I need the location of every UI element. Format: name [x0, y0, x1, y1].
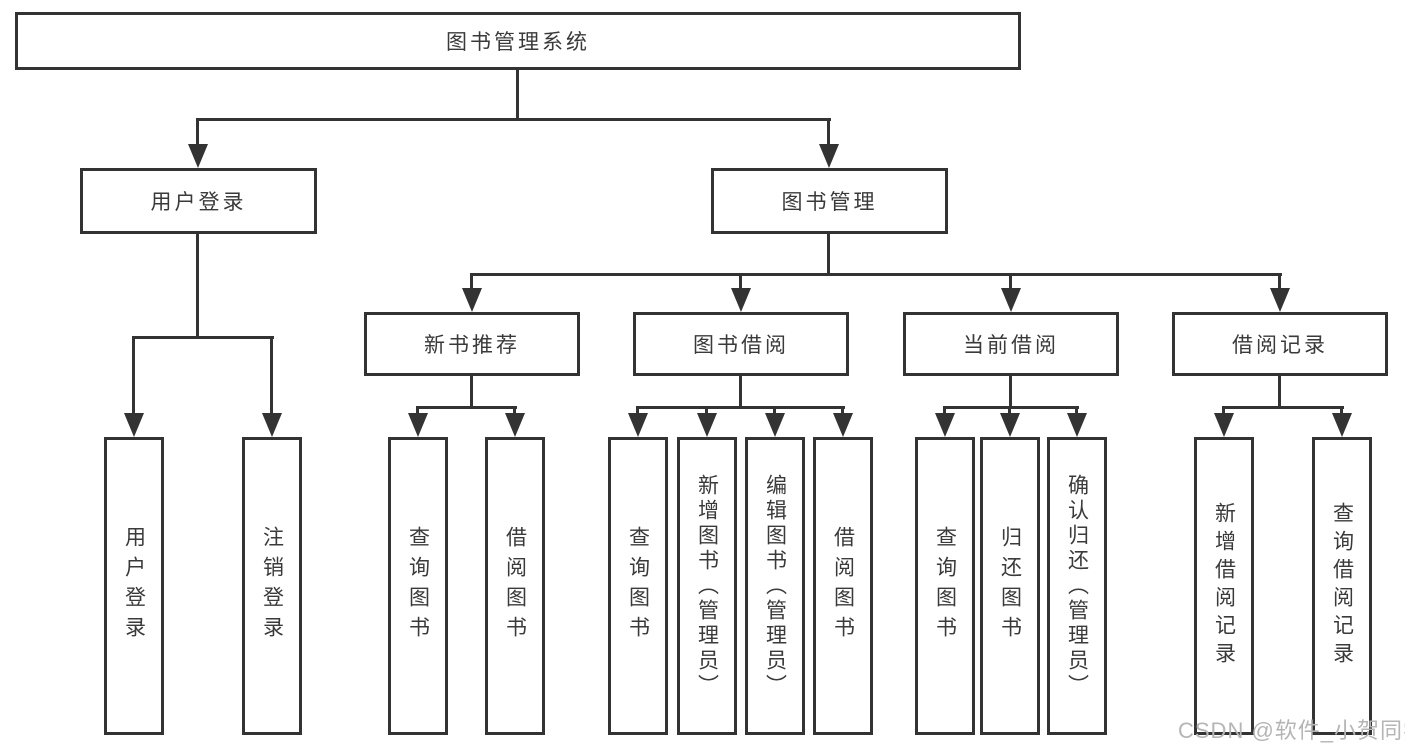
arrow-down-icon	[124, 413, 144, 437]
connector-line	[416, 406, 419, 416]
connector-line	[470, 273, 473, 291]
arrow-down-icon	[819, 144, 839, 168]
connector-line	[705, 406, 708, 416]
leaf-query-borrow-record-label: 查询借阅记录	[1330, 502, 1354, 670]
connector-line	[827, 233, 830, 276]
leaf-confirm-return-admin-label: 确认归还（管理员）	[1065, 473, 1089, 699]
arrow-down-icon	[1214, 413, 1234, 437]
leaf-logout-login: 注销登录	[242, 437, 302, 735]
arrow-down-icon	[833, 413, 853, 437]
leaf-query-books-current: 查询图书	[915, 437, 975, 735]
connector-line	[773, 406, 776, 416]
leaf-query-books-borrow: 查询图书	[608, 437, 668, 735]
leaf-edit-books-admin: 编辑图书（管理员）	[745, 437, 805, 735]
connector-line	[636, 406, 639, 416]
leaf-borrow-books-newbook-label: 借阅图书	[503, 526, 527, 646]
connector-line	[943, 406, 946, 416]
arrow-down-icon	[1270, 288, 1290, 312]
connector-line	[943, 406, 1079, 409]
connector-line	[739, 273, 742, 291]
connector-line	[1278, 376, 1281, 409]
connector-line	[636, 406, 845, 409]
node-book-management: 图书管理	[711, 168, 948, 234]
node-current-borrowing: 当前借阅	[903, 312, 1119, 376]
arrow-down-icon	[628, 413, 648, 437]
leaf-query-books-current-label: 查询图书	[933, 526, 957, 646]
connector-line	[270, 336, 273, 415]
leaf-add-borrow-record: 新增借阅记录	[1194, 437, 1254, 735]
arrow-down-icon	[462, 288, 482, 312]
connector-line	[516, 70, 519, 118]
leaf-query-books-newbook-label: 查询图书	[406, 526, 430, 646]
connector-line	[1009, 273, 1012, 291]
connector-line	[513, 406, 516, 416]
arrow-down-icon	[1067, 413, 1087, 437]
leaf-confirm-return-admin: 确认归还（管理员）	[1047, 437, 1107, 735]
connector-line	[196, 118, 831, 121]
connector-line	[739, 376, 742, 409]
arrow-down-icon	[935, 413, 955, 437]
leaf-borrow-books-borrow-label: 借阅图书	[831, 526, 855, 646]
node-library-management-system: 图书管理系统	[15, 12, 1021, 70]
connector-line	[1278, 273, 1281, 291]
node-new-book-recommendation: 新书推荐	[364, 312, 580, 376]
connector-line	[196, 118, 199, 147]
connector-line	[1009, 376, 1012, 409]
connector-line	[827, 118, 830, 147]
leaf-borrow-books-borrow: 借阅图书	[813, 437, 873, 735]
connector-line	[416, 406, 517, 409]
leaf-return-books: 归还图书	[980, 437, 1040, 735]
arrow-down-icon	[188, 144, 208, 168]
leaf-add-books-admin: 新增图书（管理员）	[677, 437, 737, 735]
arrow-down-icon	[505, 413, 525, 437]
connector-line	[196, 233, 199, 338]
watermark: CSDN @软件_小贺同学	[1178, 718, 1405, 743]
leaf-query-borrow-record: 查询借阅记录	[1312, 437, 1372, 735]
connector-line	[1075, 406, 1078, 416]
arrow-down-icon	[1000, 413, 1020, 437]
leaf-user-login-label: 用户登录	[122, 526, 146, 646]
connector-line	[1008, 406, 1011, 416]
node-user-login: 用户登录	[80, 168, 317, 234]
arrow-down-icon	[765, 413, 785, 437]
node-book-borrowing: 图书借阅	[633, 312, 849, 376]
leaf-logout-login-label: 注销登录	[260, 526, 284, 646]
node-borrowing-records: 借阅记录	[1172, 312, 1388, 376]
connector-line	[132, 336, 274, 339]
leaf-add-books-admin-label: 新增图书（管理员）	[695, 473, 719, 699]
leaf-edit-books-admin-label: 编辑图书（管理员）	[763, 473, 787, 699]
arrow-down-icon	[1332, 413, 1352, 437]
arrow-down-icon	[697, 413, 717, 437]
connector-line	[1340, 406, 1343, 416]
leaf-query-books-borrow-label: 查询图书	[626, 526, 650, 646]
arrow-down-icon	[262, 413, 282, 437]
arrow-down-icon	[408, 413, 428, 437]
connector-line	[841, 406, 844, 416]
connector-line	[470, 376, 473, 409]
arrow-down-icon	[1001, 288, 1021, 312]
leaf-user-login: 用户登录	[104, 437, 164, 735]
connector-line	[132, 336, 135, 415]
connector-line	[470, 273, 1282, 276]
leaf-add-borrow-record-label: 新增借阅记录	[1212, 502, 1236, 670]
connector-line	[1222, 406, 1225, 416]
leaf-borrow-books-newbook: 借阅图书	[485, 437, 545, 735]
leaf-query-books-newbook: 查询图书	[388, 437, 448, 735]
arrow-down-icon	[731, 288, 751, 312]
leaf-return-books-label: 归还图书	[998, 526, 1022, 646]
connector-line	[1222, 406, 1344, 409]
